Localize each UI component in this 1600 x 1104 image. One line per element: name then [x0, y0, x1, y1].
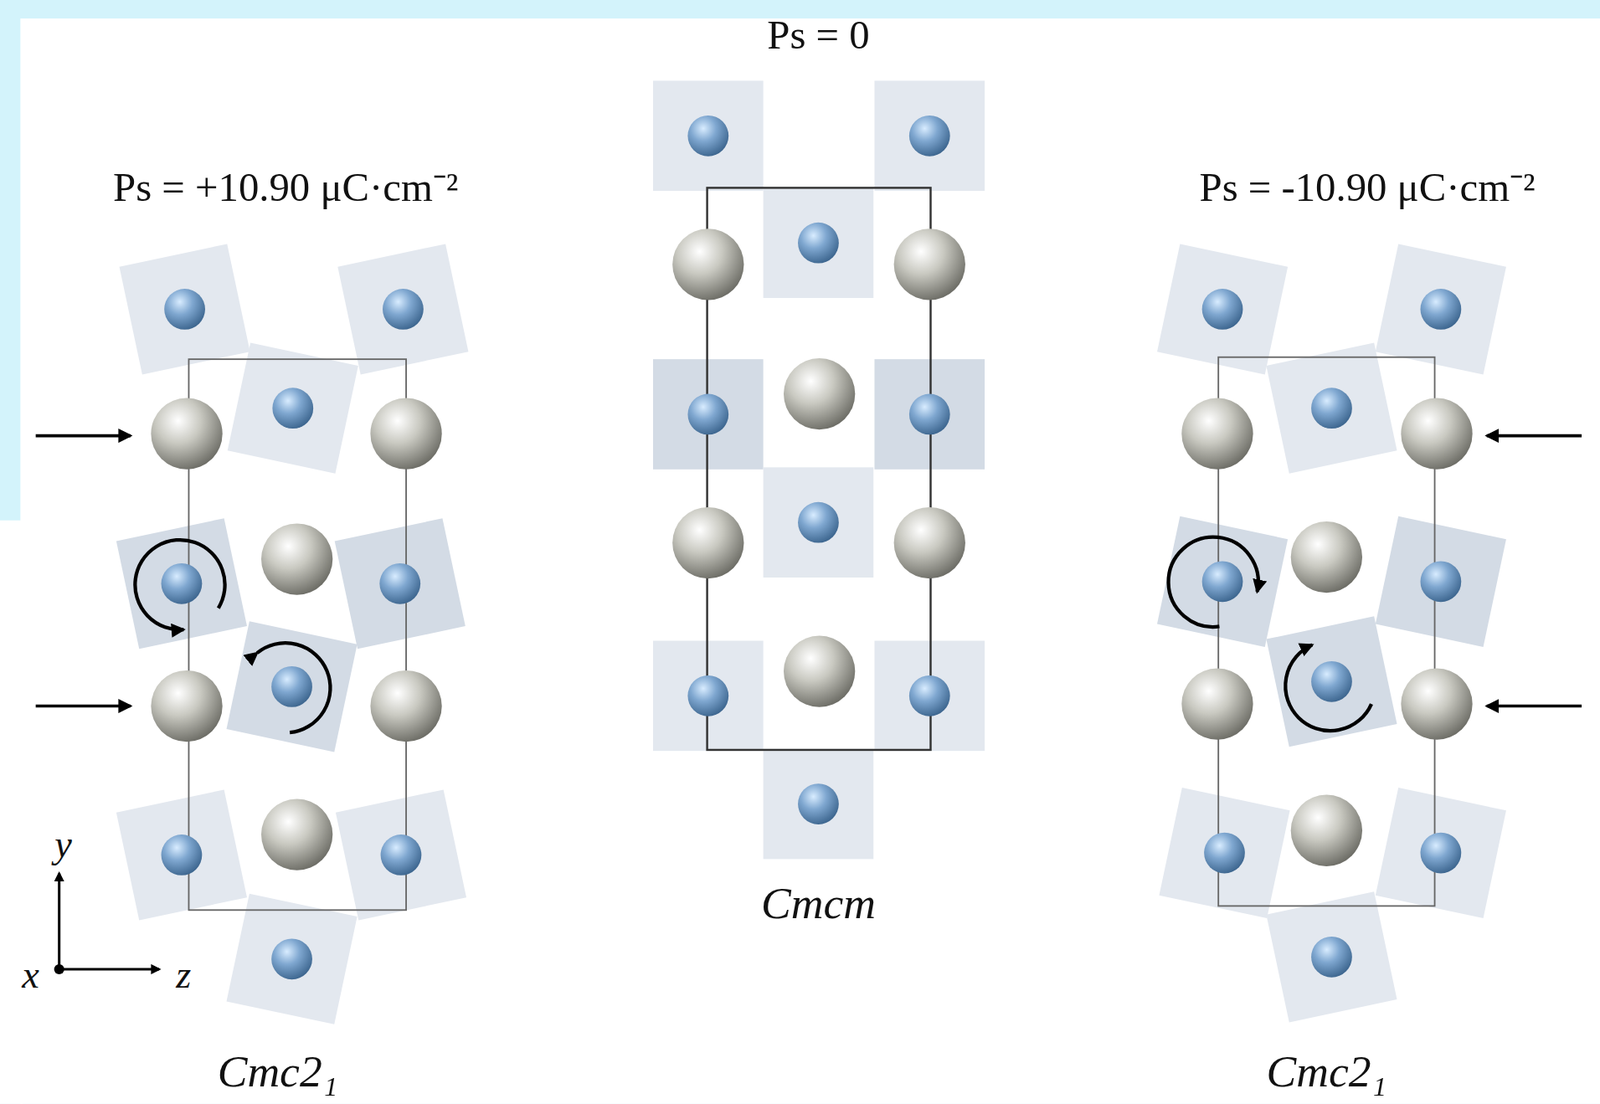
space-group-label: Cmc2₁	[217, 1046, 339, 1096]
axis-label: x	[21, 954, 40, 998]
polarization-label: Ps = -10.90 μC·cm⁻²	[1199, 166, 1536, 212]
space-group-label: Cmcm	[761, 878, 876, 928]
polarization-label: Ps = 0	[766, 13, 870, 59]
axis-label: z	[175, 954, 191, 998]
polarization-label: Ps = +10.90 μC·cm⁻²	[113, 166, 458, 212]
space-group-label: Cmc2₁	[1266, 1046, 1388, 1096]
axis-label: y	[54, 823, 73, 867]
